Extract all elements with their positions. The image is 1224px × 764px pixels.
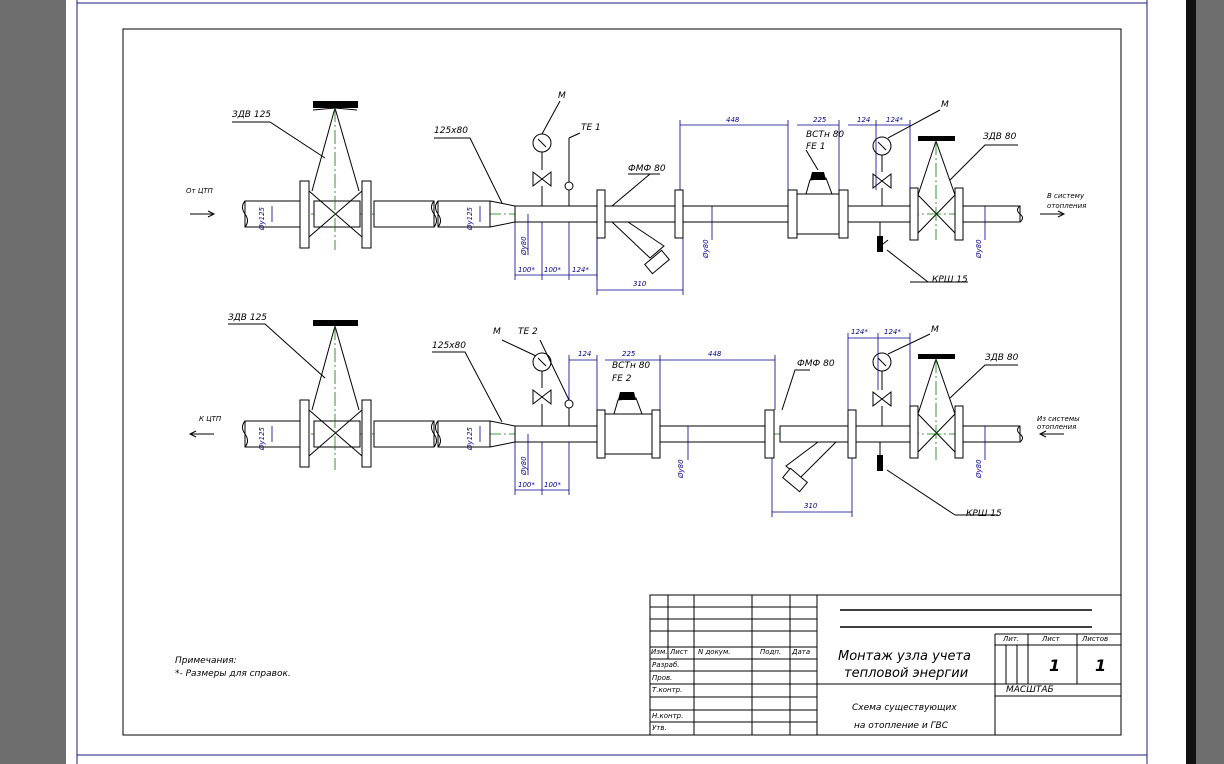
bottom-dim-310: 310 [804,502,818,510]
pressure-gauge-icon [872,109,941,206]
top-diam-80a: Øу80 [520,236,528,255]
heat-meter-icon [796,149,840,235]
top-te-label: ТЕ 1 [581,123,601,133]
top-dim-225: 225 [813,116,827,124]
bottom-gauge2-label: М [931,325,939,335]
top-outlet-label-2: отопления [1047,202,1087,210]
paper [66,0,1186,764]
top-valve2-label: ЗДВ 80 [983,132,1017,142]
drawing-frame [122,28,1122,736]
bottom-meter-label-2: FE 2 [612,374,632,384]
bottom-diam-80b: Øу80 [677,459,685,478]
top-pipeline [190,100,1066,295]
heat-meter-icon [604,392,653,455]
tb-doc: N докум. [698,648,731,656]
tb-sheet-val: 1 [1049,656,1061,675]
top-meter-label-2: FE 1 [806,142,826,152]
tb-nkontr: Н.контр. [652,712,684,720]
pressure-gauge-icon [532,100,561,206]
top-dim-124b: 124* [886,116,903,124]
top-diam-80c: Øу80 [975,239,983,258]
top-gauge-label: М [558,91,566,101]
top-dim-310: 310 [633,280,647,288]
tb-sub-2: на отопление и ГВС [854,721,949,731]
top-diam-red: Øу125 [466,206,474,230]
bottom-outlet-label-1: Из системы [1037,415,1080,423]
tb-title-2: тепловой энергии [844,666,969,681]
gate-valve-icon [909,136,1018,241]
dimension-lines [271,120,986,295]
top-filter-label: ФМФ 80 [628,164,666,174]
bottom-te-label: ТЕ 2 [518,327,538,337]
top-dim-448: 448 [726,116,740,124]
tb-sheet-hdr: Лист [1042,635,1060,643]
bottom-valve2-label: ЗДВ 80 [985,353,1019,363]
top-outlet-label-1: В систему [1047,192,1085,200]
bottom-dim-100a: 100* [518,481,535,489]
tb-list: Лист [670,648,688,656]
tb-date: Дата [792,648,811,656]
top-inlet-label: От ЦТП [186,187,213,195]
bottom-dim-100b: 100* [544,481,561,489]
tb-sheets-hdr: Листов [1082,635,1109,643]
top-ball-valve-label: КРШ 15 [932,275,968,285]
top-dim-100a: 100* [518,266,535,274]
bottom-dim-448: 448 [708,350,722,358]
tb-sheets-val: 1 [1095,656,1107,675]
top-gauge2-label: М [941,100,949,110]
top-valve-label: ЗДВ 125 [232,110,272,120]
top-dim-100b: 100* [544,266,561,274]
bottom-dim-124b: 124* [884,328,901,336]
bottom-pipeline [188,320,1064,517]
tb-utv: Утв. [652,724,667,732]
bottom-dim-124a: 124* [851,328,868,336]
bottom-diam-in: Øу125 [258,426,266,450]
top-dim-124c: 124* [572,266,589,274]
top-reducer-label: 125х80 [434,126,468,136]
top-meter-label-1: ВСТн 80 [806,130,845,140]
pressure-gauge-icon [872,333,931,426]
bottom-outlet-label-2: отопления [1037,423,1077,431]
tb-tkontr: Т.контр. [652,686,683,694]
filter-icon [611,173,670,275]
bottom-diam-80c: Øу80 [975,459,983,478]
note-title: Примечания: [175,656,237,666]
bottom-dim-225: 225 [622,350,636,358]
ball-valve-icon [877,442,956,516]
bottom-gauge-label: М [493,327,501,337]
tb-izm: Изм. [651,648,668,656]
bottom-diam-80a: Øу80 [520,456,528,475]
thermometer-icon [564,132,581,206]
gate-valve-icon [299,101,372,250]
bottom-valve-label: ЗДВ 125 [228,313,268,323]
dimension-lines [271,333,986,517]
gate-valve-icon [909,354,1018,460]
tb-razrab: Разраб. [652,661,680,669]
bottom-ball-valve-label: КРШ 15 [966,509,1002,519]
bottom-dim-124: 124 [578,350,592,358]
top-diam-80b: Øу80 [702,239,710,258]
title-block [649,594,1122,736]
bottom-meter-label-1: ВСТн 80 [612,361,651,371]
note-line: *- Размеры для справок. [175,669,291,679]
tb-scale: МАСШТАБ [1006,685,1054,695]
bottom-inlet-label: К ЦТП [199,415,222,423]
tb-lit-hdr: Лит. [1003,635,1020,643]
top-dim-124a: 124 [857,116,871,124]
top-diam-in: Øу125 [258,206,266,230]
gate-valve-icon [299,320,372,470]
bottom-diam-red: Øу125 [466,426,474,450]
filter-icon [781,369,837,493]
bottom-reducer-label: 125х80 [432,341,466,351]
tb-title-1: Монтаж узла учета [838,649,971,664]
tb-sub-1: Схема существующих [852,703,957,713]
ball-valve-icon [877,222,929,283]
tb-sign: Подп. [760,648,782,656]
bottom-filter-label: ФМФ 80 [797,359,835,369]
tb-prov: Пров. [652,674,673,682]
